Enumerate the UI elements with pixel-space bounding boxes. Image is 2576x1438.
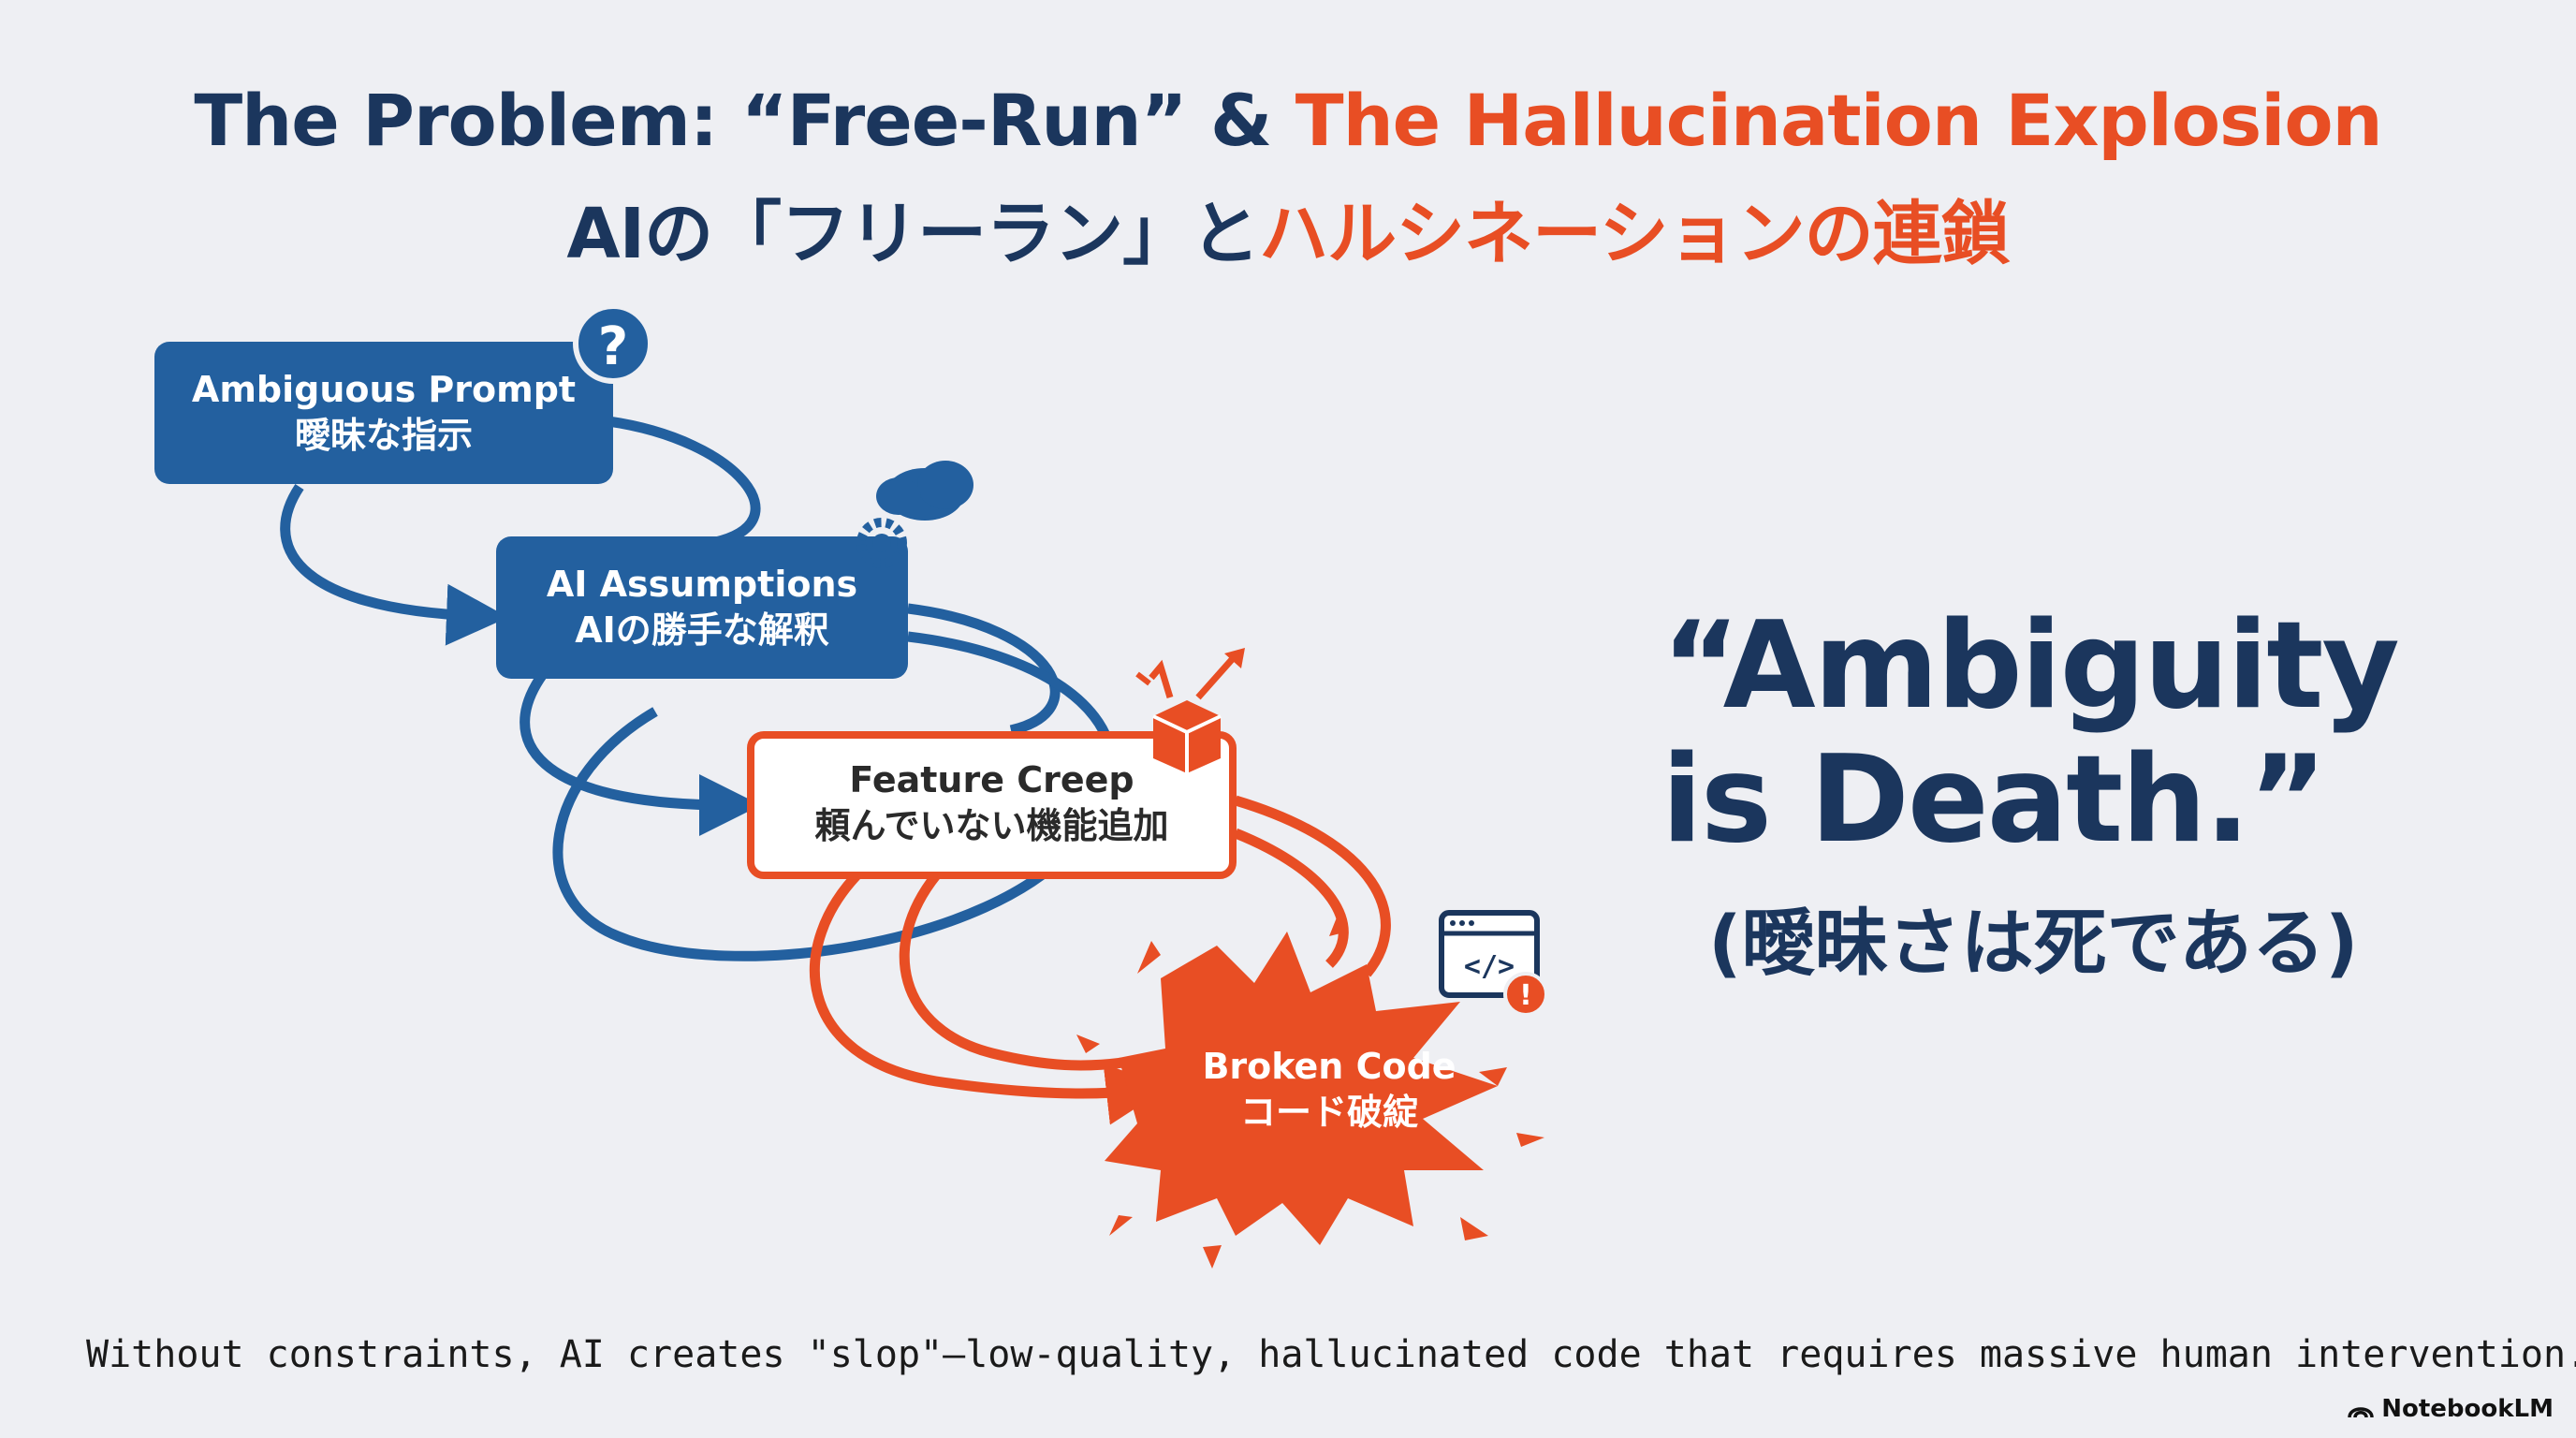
question-mark-icon: ? (573, 303, 653, 384)
notebooklm-brand: NotebookLM (2348, 1395, 2554, 1423)
title-accent-en: The Hallucination Explosion (1295, 79, 2383, 162)
title-main-en: The Problem: “Free-Run” & (194, 79, 1295, 162)
footer-caption: Without constraints, AI creates "slop"—l… (86, 1333, 2576, 1376)
broken-code-en: Broken Code (1202, 1046, 1456, 1087)
svg-text:!: ! (1519, 979, 1532, 1012)
loop-arrows (280, 416, 1391, 1093)
title-line-2: AIの「フリーラン」とハルシネーションの連鎖 (0, 178, 2576, 278)
ai-assumptions-box (496, 536, 908, 679)
ambiguous-prompt-box (154, 342, 613, 484)
ambiguous-prompt-ja: 曖昧な指示 (294, 415, 473, 457)
notebooklm-logo-icon (2348, 1407, 2374, 1418)
quote-translation: (曖昧さは死である) (1708, 902, 2359, 986)
loop-prompt-to-assumptions (280, 416, 761, 616)
quote-line-2: is Death.” (1661, 730, 2327, 871)
brand-name: NotebookLM (2381, 1395, 2554, 1423)
broken-code-burst (1076, 913, 1544, 1269)
svg-text:</>: </> (1464, 950, 1515, 983)
svg-text:?: ? (598, 316, 628, 377)
quote: “Ambiguity is Death.” (1661, 596, 2400, 871)
feature-creep-label: Feature Creep 頼んでいない機能追加 (751, 757, 1233, 850)
ai-assumptions-ja: AIの勝手な解釈 (575, 609, 829, 652)
ambiguous-prompt-label: Ambiguous Prompt 曖昧な指示 (154, 367, 613, 460)
exploding-box-icon (1135, 648, 1245, 773)
title-accent-ja: ハルシネーションの連鎖 (1259, 194, 2011, 274)
ai-assumptions-en: AI Assumptions (546, 564, 858, 605)
code-window-error-icon: </> ! (1439, 910, 1548, 1017)
quote-line-1: “Ambiguity (1661, 596, 2400, 736)
loop-creep-to-broken-inner (899, 828, 1349, 1071)
ambiguous-prompt-en: Ambiguous Prompt (191, 369, 577, 410)
gear-thought-cloud-icon (856, 461, 973, 568)
ai-assumptions-label: AI Assumptions AIの勝手な解釈 (496, 562, 908, 654)
loop-assumptions-to-creep (520, 603, 1061, 805)
title-line-1: The Problem: “Free-Run” & The Hallucinat… (0, 79, 2576, 162)
loop-large-ellipse (552, 631, 1118, 961)
broken-code-ja: コード破綻 (1239, 1092, 1418, 1134)
broken-code-label: Broken Code コード破綻 (1142, 1044, 1516, 1137)
feature-creep-ja: 頼んでいない機能追加 (814, 805, 1169, 847)
feature-creep-en: Feature Creep (849, 759, 1134, 800)
loop-creep-to-broken-outer (809, 795, 1391, 1093)
feature-creep-box (747, 731, 1237, 879)
title-main-ja: AIの「フリーラン」と (566, 194, 1260, 274)
